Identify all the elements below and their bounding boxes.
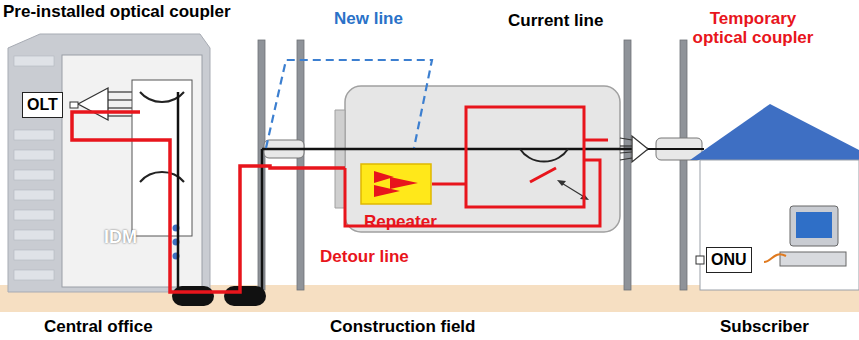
detour-line <box>584 139 608 142</box>
duct <box>224 286 266 306</box>
device-label: OLT <box>27 96 58 114</box>
text-label: Detour line <box>318 248 411 267</box>
text-label: Pre-installed optical coupler <box>3 3 231 22</box>
closure <box>345 86 620 232</box>
device-box: ONU <box>706 247 752 273</box>
coupler-panel <box>132 80 192 236</box>
building <box>8 34 210 292</box>
attach-arrow-head <box>557 180 566 186</box>
text-label: IDM <box>104 228 137 248</box>
temporary-coupler-arm <box>530 168 556 182</box>
splitter <box>78 88 108 120</box>
text-label: Temporary optical coupler <box>688 10 818 47</box>
computer-screen <box>796 212 832 238</box>
attach-arrow <box>560 182 586 198</box>
office-room <box>62 55 202 287</box>
text-label: Current line <box>508 12 603 31</box>
lan-cable <box>764 254 786 262</box>
text-label: New line <box>334 10 403 29</box>
current-line <box>262 148 648 151</box>
detour-line <box>72 112 345 292</box>
spare <box>178 60 242 182</box>
temporary-coupler-half <box>520 149 568 162</box>
onu-port <box>696 256 704 264</box>
text-label: Central office <box>44 318 153 337</box>
splitter-ports <box>620 138 632 160</box>
device-label: ONU <box>711 251 747 269</box>
drop-line <box>261 149 264 292</box>
repeater-node: Repeater <box>360 163 437 232</box>
computer-monitor <box>790 206 838 246</box>
office-fiber <box>177 92 180 292</box>
temporary-coupler-inner <box>522 149 566 160</box>
repeater-symbol <box>360 163 432 205</box>
duct <box>172 286 214 306</box>
drop-cable <box>648 148 704 150</box>
text-label: Construction field <box>330 318 475 337</box>
detour-line <box>432 183 466 186</box>
splitter <box>632 136 648 162</box>
repeater-label: Repeater <box>364 213 437 232</box>
device-box: OLT <box>22 92 63 118</box>
building-windows <box>14 56 54 280</box>
utility-poles <box>258 40 687 290</box>
detour-line <box>490 160 600 226</box>
house-roof <box>690 104 859 160</box>
house-wall <box>700 160 859 290</box>
text-label: Subscriber <box>720 318 809 337</box>
computer-keyboard <box>780 252 846 266</box>
new-line <box>266 60 432 148</box>
olt-port <box>70 102 78 108</box>
temporary-coupler-box <box>466 107 584 207</box>
